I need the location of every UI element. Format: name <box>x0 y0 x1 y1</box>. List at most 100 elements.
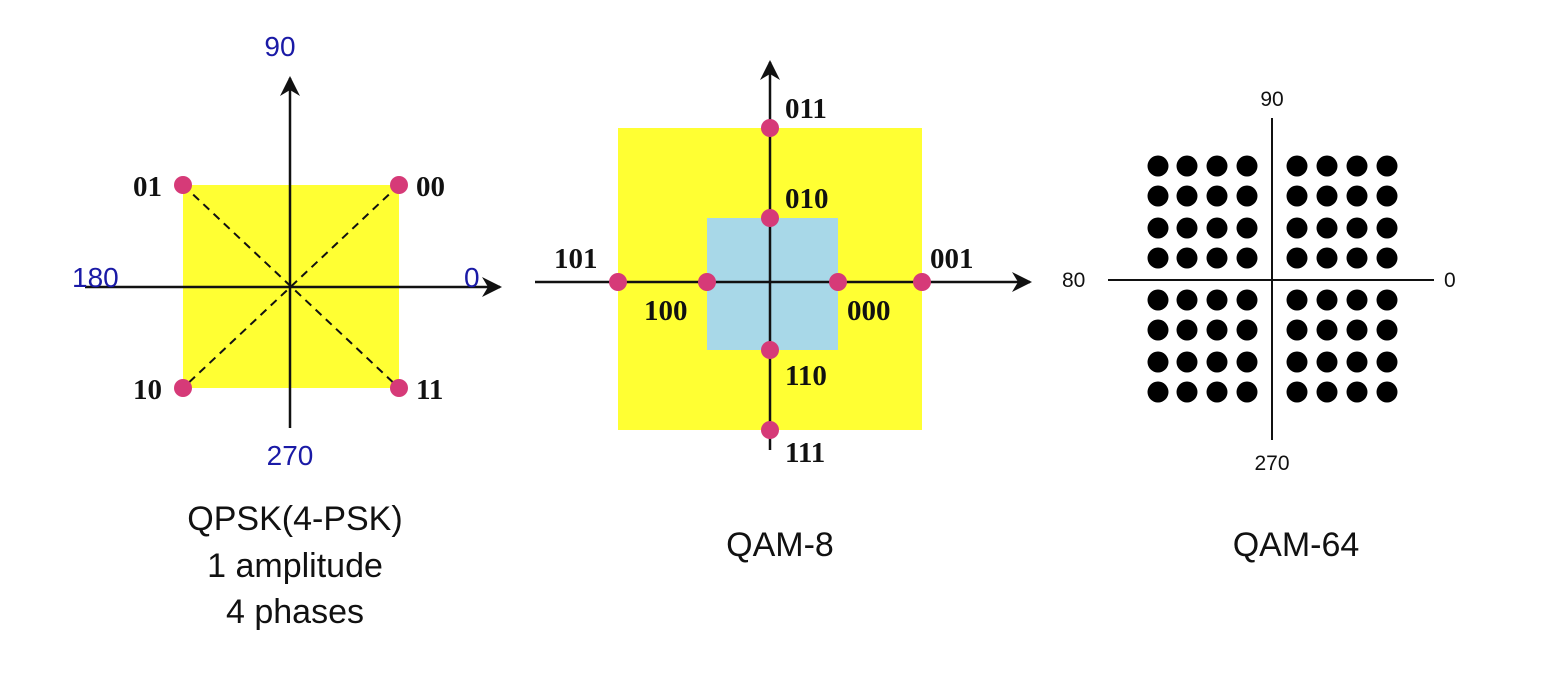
qam64-dot <box>1346 185 1368 207</box>
qam64-dot <box>1376 381 1398 403</box>
qam64-dot <box>1376 289 1398 311</box>
qam64-dot <box>1176 351 1198 373</box>
qam64-dot <box>1346 289 1368 311</box>
qam64-dot <box>1376 155 1398 177</box>
qam64-dot <box>1316 217 1338 239</box>
qam64-dot <box>1176 217 1198 239</box>
qam64-dot <box>1376 217 1398 239</box>
qam64-dot <box>1236 185 1258 207</box>
qpsk-angle-0: 0 <box>464 262 480 293</box>
qam64-dot <box>1147 319 1169 341</box>
qam8-label-000: 000 <box>847 295 891 327</box>
qam64-dot <box>1176 185 1198 207</box>
qam64-dot <box>1286 155 1308 177</box>
qam64-dot <box>1206 247 1228 269</box>
qpsk-point-10 <box>174 379 192 397</box>
qam64-angle-0: 0 <box>1444 269 1456 292</box>
qpsk-point-00 <box>390 176 408 194</box>
qam64-dot <box>1176 319 1198 341</box>
qam64-dot <box>1286 351 1308 373</box>
qpsk-caption-line-3: 4 phases <box>226 593 364 631</box>
qam64-dot <box>1316 185 1338 207</box>
qam64-dot <box>1346 351 1368 373</box>
qam64-dot <box>1316 289 1338 311</box>
qam64-dot <box>1376 351 1398 373</box>
qam64-dot <box>1346 155 1368 177</box>
qam64-dot <box>1346 247 1368 269</box>
qam8-label-001: 001 <box>930 243 974 275</box>
qam64-dot <box>1176 155 1198 177</box>
qam64-dot <box>1316 351 1338 373</box>
qam64-dot <box>1376 185 1398 207</box>
qpsk-label-10: 10 <box>133 374 162 406</box>
qam64-dot <box>1147 381 1169 403</box>
qam64-dot <box>1316 381 1338 403</box>
qpsk-diagram: 90 180 0 270 01 00 10 11 QPSK(4-PSK) 1 a… <box>72 31 502 631</box>
qpsk-angle-270: 270 <box>267 440 314 471</box>
qpsk-label-01: 01 <box>133 171 162 203</box>
qam64-dot <box>1316 319 1338 341</box>
qam64-dot <box>1286 381 1308 403</box>
qam8-caption: QAM-8 <box>726 526 834 564</box>
qam64-dot <box>1147 351 1169 373</box>
qpsk-angle-180: 180 <box>72 262 119 293</box>
qam64-dot <box>1236 351 1258 373</box>
qam64-dot <box>1176 381 1198 403</box>
qam64-dot <box>1236 155 1258 177</box>
qpsk-diagonal-2 <box>182 184 400 389</box>
qpsk-caption-line-2: 1 amplitude <box>207 547 383 585</box>
qam64-dot-grid <box>1147 155 1398 403</box>
qam64-dot <box>1236 247 1258 269</box>
qam64-dot <box>1236 381 1258 403</box>
qam64-angle-80: 80 <box>1062 269 1085 292</box>
qam64-dot <box>1236 319 1258 341</box>
qpsk-label-00: 00 <box>416 171 445 203</box>
qam8-point-010 <box>761 209 779 227</box>
qam64-dot <box>1346 381 1368 403</box>
qam64-dot <box>1206 381 1228 403</box>
qam64-dot <box>1147 185 1169 207</box>
qam64-dot <box>1286 319 1308 341</box>
qam64-dot <box>1206 351 1228 373</box>
qpsk-point-11 <box>390 379 408 397</box>
qam8-diagram: 011 010 101 100 000 001 110 111 QAM-8 <box>535 60 1032 564</box>
qam64-dot <box>1286 185 1308 207</box>
qam64-dot <box>1147 155 1169 177</box>
qam8-point-000 <box>829 273 847 291</box>
qam8-label-011: 011 <box>785 93 827 125</box>
qam8-point-100 <box>698 273 716 291</box>
qam8-label-110: 110 <box>785 360 827 392</box>
qam8-label-111: 111 <box>785 437 825 469</box>
qam64-dot <box>1236 289 1258 311</box>
qpsk-angle-90: 90 <box>264 31 295 62</box>
qam64-diagram: 90 80 0 270 QAM-64 <box>1062 88 1456 564</box>
qam64-angle-90: 90 <box>1260 88 1283 111</box>
qam64-dot <box>1346 217 1368 239</box>
qam8-point-110 <box>761 341 779 359</box>
qam8-point-001 <box>913 273 931 291</box>
qam64-dot <box>1147 289 1169 311</box>
qam64-dot <box>1206 185 1228 207</box>
qam64-dot <box>1376 247 1398 269</box>
qam64-dot <box>1147 217 1169 239</box>
qpsk-diagonal-1 <box>182 184 400 389</box>
qam64-dot <box>1286 217 1308 239</box>
qam64-dot <box>1206 289 1228 311</box>
qam8-label-101: 101 <box>554 243 598 275</box>
qam64-dot <box>1206 217 1228 239</box>
qam64-dot <box>1147 247 1169 269</box>
qpsk-point-01 <box>174 176 192 194</box>
qpsk-label-11: 11 <box>416 374 443 406</box>
qam8-label-100: 100 <box>644 295 688 327</box>
qam64-dot <box>1346 319 1368 341</box>
qam64-dot <box>1286 247 1308 269</box>
qam64-dot <box>1206 319 1228 341</box>
qam64-caption: QAM-64 <box>1233 526 1360 564</box>
qam64-dot <box>1206 155 1228 177</box>
qam64-dot <box>1176 247 1198 269</box>
qam8-label-010: 010 <box>785 183 829 215</box>
qam8-point-111 <box>761 421 779 439</box>
qam64-dot <box>1376 319 1398 341</box>
qam8-point-011 <box>761 119 779 137</box>
